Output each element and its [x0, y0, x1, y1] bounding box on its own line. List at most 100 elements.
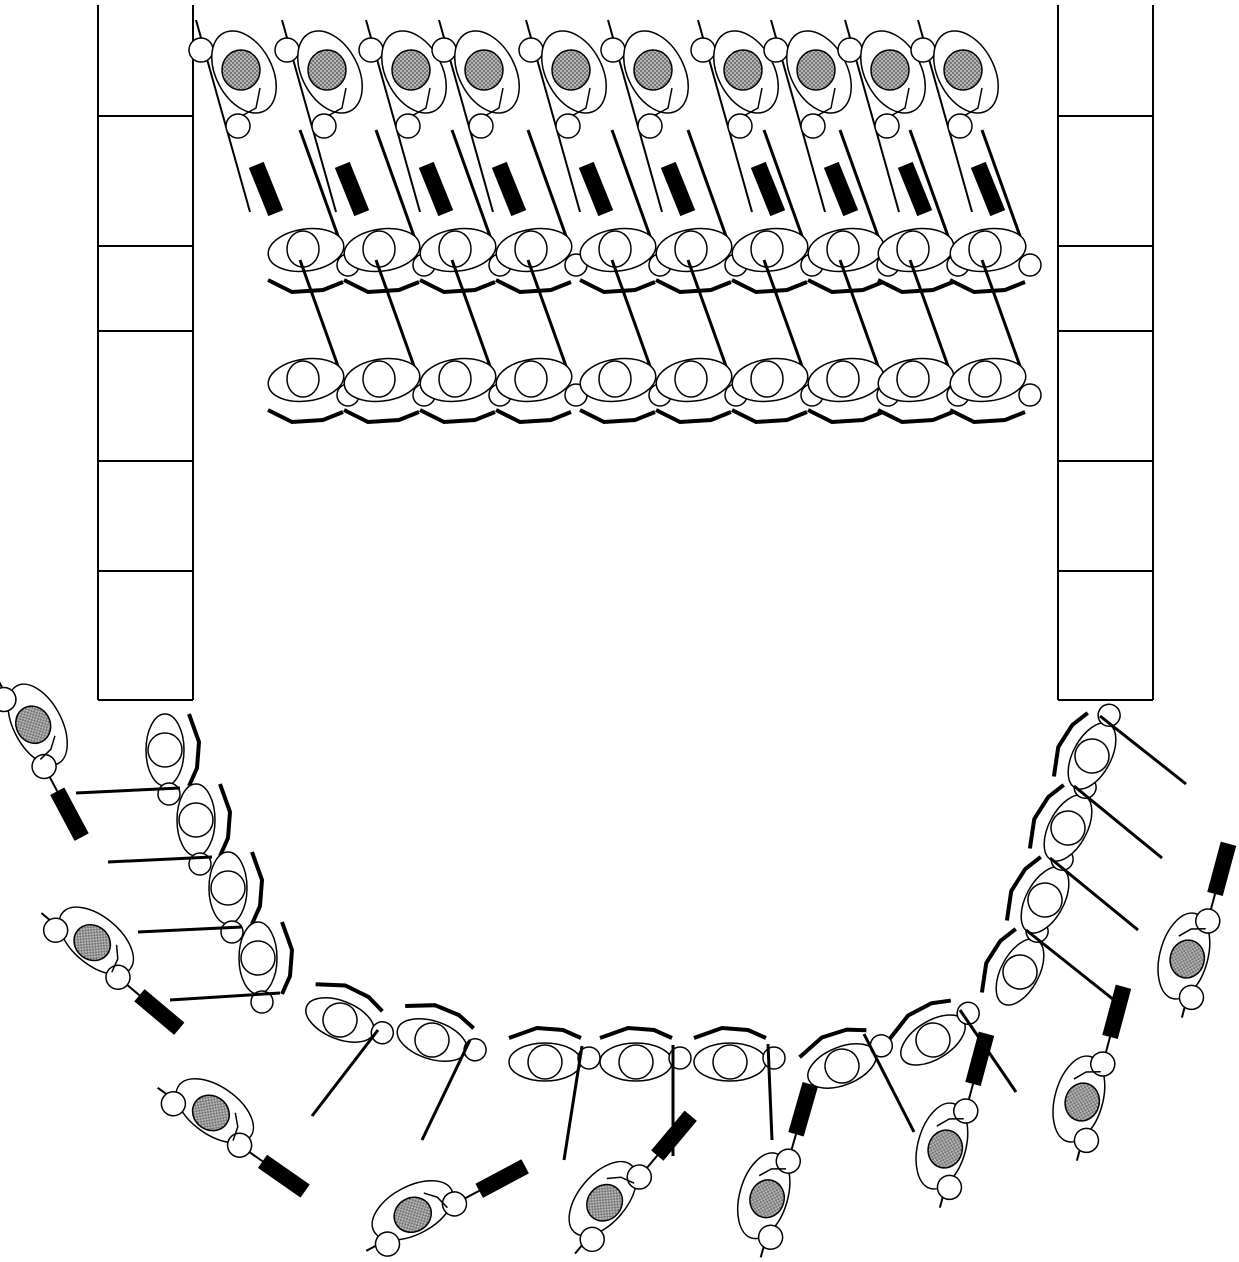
chair-back-line — [656, 280, 731, 292]
head-icon — [465, 50, 503, 90]
chair-back-line — [268, 410, 343, 422]
black-bar-icon — [475, 1159, 528, 1198]
chair-back-line — [656, 410, 731, 422]
arc-chair — [509, 1028, 600, 1081]
black-bar-icon — [50, 787, 89, 840]
arc-leg-line — [312, 1030, 378, 1116]
seat-cushion-icon — [148, 733, 182, 767]
row-chair — [493, 130, 587, 292]
head-icon — [552, 50, 590, 90]
black-bar-icon — [134, 989, 184, 1035]
hand-icon — [312, 114, 336, 138]
seat-cushion-icon — [751, 361, 783, 397]
head-icon — [871, 50, 909, 90]
seat-cushion-icon — [827, 361, 859, 397]
hand-icon — [838, 38, 862, 62]
seat-cushion-icon — [515, 231, 547, 267]
head-icon — [724, 50, 762, 90]
black-bar-icon — [661, 162, 695, 216]
seat-cushion-icon — [439, 231, 471, 267]
seat-cushion-icon — [363, 361, 395, 397]
chair-back-line — [878, 280, 953, 292]
chair-back-line — [950, 410, 1025, 422]
chair-back-line — [950, 280, 1025, 292]
arc-chair — [1045, 691, 1135, 796]
arc-chair — [239, 922, 292, 1013]
row-chair — [653, 130, 747, 292]
head-icon — [308, 50, 346, 90]
chair-back-line — [252, 852, 262, 924]
chair-back-line — [344, 410, 419, 422]
seat-cushion-icon — [287, 231, 319, 267]
black-bar-icon — [751, 162, 785, 216]
hand-icon — [801, 114, 825, 138]
chair-knob-icon — [1019, 384, 1041, 406]
chair-knob-icon — [221, 921, 243, 943]
black-bar-icon — [492, 162, 526, 216]
chair-knob-icon — [763, 1047, 785, 1069]
chair-back-line — [220, 784, 230, 856]
arc-person — [1040, 977, 1139, 1165]
hand-icon — [359, 38, 383, 62]
hand-icon — [911, 38, 935, 62]
chair-back-line — [344, 280, 419, 292]
hand-icon — [638, 114, 662, 138]
chair-back-line — [580, 410, 655, 422]
hand-icon — [396, 114, 420, 138]
arc-person — [31, 884, 204, 1041]
hand-icon — [469, 114, 493, 138]
seat-cushion-icon — [599, 361, 631, 397]
seat-cushion-icon — [287, 361, 319, 397]
hand-icon — [764, 38, 788, 62]
seat-cushion-icon — [751, 231, 783, 267]
row-chair — [417, 130, 511, 292]
chair-knob-icon — [158, 783, 180, 805]
black-bar-icon — [1207, 842, 1236, 896]
chair-back-line — [732, 280, 807, 292]
seat-cushion-icon — [439, 361, 471, 397]
left-side-column — [98, 5, 193, 700]
seat-cushion-icon — [897, 361, 929, 397]
front-person — [601, 20, 701, 216]
seat-cushion-icon — [179, 803, 213, 837]
chair-back-line — [509, 1028, 581, 1038]
chair-back-line — [580, 280, 655, 292]
chair-back-line — [732, 410, 807, 422]
seat-cushion-icon — [969, 231, 1001, 267]
black-bar-icon — [898, 162, 932, 216]
hand-icon — [556, 114, 580, 138]
hand-icon — [432, 38, 456, 62]
chair-back-line — [600, 1028, 672, 1038]
arc-chair — [392, 997, 495, 1076]
seat-cushion-icon — [515, 361, 547, 397]
chair-back-line — [420, 410, 495, 422]
chair-back-line — [496, 410, 571, 422]
chair-back-line — [496, 280, 571, 292]
seat-cushion-icon — [599, 231, 631, 267]
black-bar-icon — [965, 1032, 994, 1086]
chair-back-line — [878, 410, 953, 422]
black-bar-icon — [258, 1155, 310, 1198]
chair-back-line — [282, 922, 292, 994]
arc-chair — [300, 975, 404, 1058]
right-side-column — [1058, 5, 1153, 700]
hand-icon — [691, 38, 715, 62]
seat-cushion-icon — [827, 231, 859, 267]
hand-icon — [875, 114, 899, 138]
row-chair — [577, 130, 671, 292]
arc-person — [148, 1057, 326, 1204]
seat-cushion-icon — [528, 1045, 562, 1079]
chair-knob-icon — [1019, 254, 1041, 276]
seat-cushion-icon — [619, 1045, 653, 1079]
front-person — [911, 20, 1011, 216]
hand-icon — [728, 114, 752, 138]
seat-cushion-icon — [211, 871, 245, 905]
black-bar-icon — [579, 162, 613, 216]
head-icon — [797, 50, 835, 90]
chair-back-line — [694, 1028, 766, 1038]
arc-person — [348, 1133, 532, 1262]
black-bar-icon — [971, 162, 1005, 216]
seat-cushion-icon — [713, 1045, 747, 1079]
head-icon — [222, 50, 260, 90]
